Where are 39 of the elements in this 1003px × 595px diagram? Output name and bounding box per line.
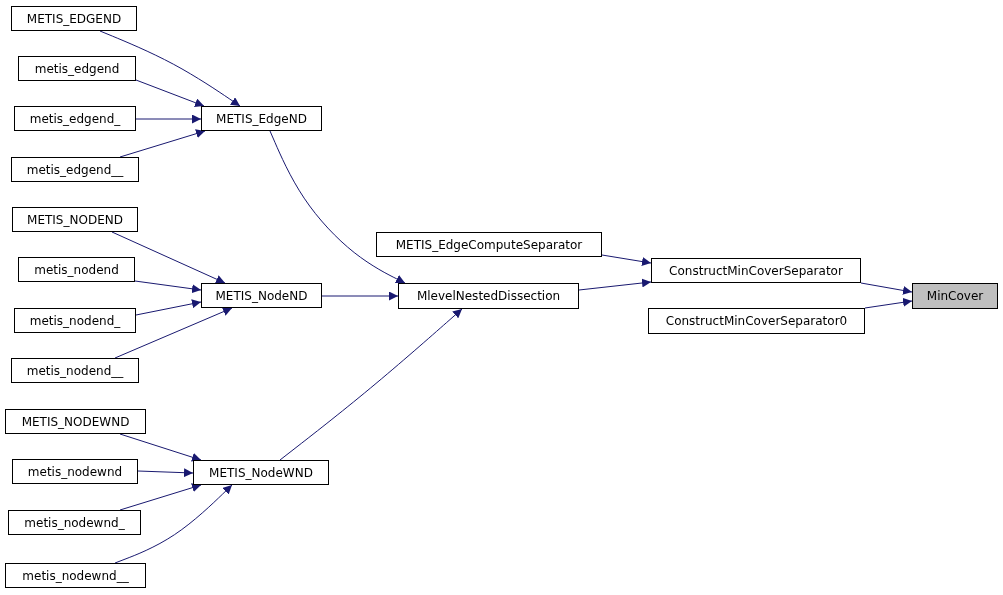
arrow: [601, 254, 652, 266]
arrow: [119, 483, 202, 511]
function-box: metis_nodend: [18, 257, 135, 282]
function-box: metis_edgend_: [14, 106, 136, 131]
arrow: [135, 79, 205, 107]
arrow: [119, 433, 202, 462]
function-box: MlevelNestedDissection: [398, 283, 579, 309]
arrow: [99, 30, 241, 107]
function-box: METIS_EdgeComputeSeparator: [376, 232, 602, 257]
function-box: METIS_EdgeND: [201, 106, 322, 131]
function-box: metis_edgend: [18, 56, 136, 81]
function-box: metis_edgend__: [11, 157, 139, 182]
arrow: [269, 130, 406, 284]
function-box: ConstructMinCoverSeparator: [651, 258, 861, 283]
arrow: [134, 280, 202, 294]
arrow: [135, 114, 202, 124]
function-box: METIS_EDGEND: [11, 6, 137, 31]
arrow: [864, 297, 913, 309]
function-box: MinCover: [912, 283, 998, 309]
function-box: metis_nodewnd__: [5, 563, 146, 588]
function-box: METIS_NodeND: [201, 283, 322, 308]
function-box: METIS_NODEWND: [5, 409, 146, 434]
arrow: [119, 129, 206, 158]
function-box: ConstructMinCoverSeparator0: [648, 308, 865, 334]
function-box: metis_nodewnd: [12, 459, 138, 484]
arrow: [111, 231, 226, 284]
arrow: [137, 468, 194, 478]
arrow: [114, 307, 233, 359]
arrow: [279, 308, 463, 461]
function-box: METIS_NodeWND: [193, 460, 329, 485]
arrow: [578, 278, 652, 291]
function-box: metis_nodewnd_: [8, 510, 141, 535]
arrow: [114, 484, 233, 564]
function-box: metis_nodend_: [14, 308, 136, 333]
function-box: METIS_NODEND: [12, 207, 138, 232]
arrow: [321, 291, 399, 301]
arrow: [135, 299, 202, 316]
arrow: [860, 282, 913, 295]
function-box: metis_nodend__: [11, 358, 139, 383]
